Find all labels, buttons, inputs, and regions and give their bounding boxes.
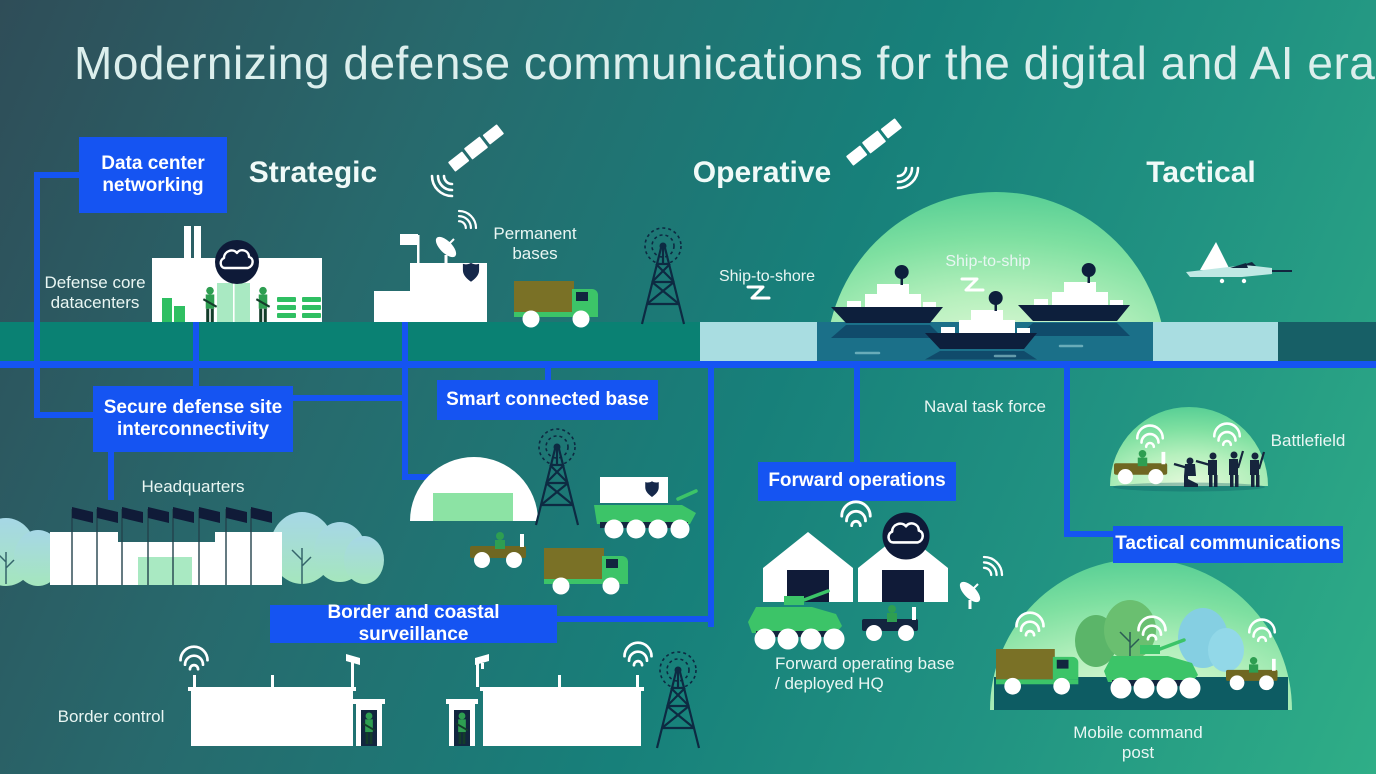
label-headquarters: Headquarters (141, 477, 245, 496)
section-strategic: Strategic (248, 156, 378, 189)
flag-icon (72, 507, 272, 523)
radio-waves-icon (457, 209, 478, 230)
wifi-icon (179, 645, 209, 671)
military-jeep (470, 532, 526, 568)
label-battlefield: Battlefield (1270, 431, 1346, 450)
tree (1075, 600, 1244, 672)
label-permanent-bases: Permanent bases (493, 224, 577, 264)
solution-border-surveillance[interactable]: Border and coastal surveillance (270, 602, 557, 645)
section-operative: Operative (692, 156, 832, 189)
mobile-command-post (994, 600, 1288, 710)
label-ship-to-ship: Ship-to-ship (945, 253, 1031, 270)
military-truck (544, 548, 628, 595)
connection-building1-v (193, 322, 199, 368)
solution-data-center-networking[interactable]: Data center networking (79, 137, 227, 213)
solution-secure-interconnectivity[interactable]: Secure defense site interconnectivity (93, 386, 293, 452)
connection-forward-v (854, 368, 860, 462)
military-jeep (1114, 450, 1168, 485)
connection-smartbase-elbow (402, 474, 434, 480)
label-forward-base: Forward operating base / deployed HQ (775, 654, 955, 694)
radio-waves-icon (982, 555, 1004, 577)
connection-secure-right-h (293, 395, 408, 401)
cloud-icon (881, 511, 931, 561)
connection-smartbox-v (545, 368, 551, 382)
signal-zigzag-icon (746, 285, 771, 300)
connection-tactical-h (1064, 531, 1113, 537)
solution-forward-operations[interactable]: Forward operations (758, 462, 956, 501)
permanent-base-building (374, 209, 487, 322)
satellite-icon-2 (845, 117, 920, 190)
connection-main-backbone (0, 361, 1376, 368)
shore-water-band (700, 322, 817, 361)
coast-water-band (1153, 322, 1278, 361)
connection-smartbase-v (402, 368, 408, 480)
ground-band (0, 322, 700, 361)
cloud-icon (213, 238, 261, 286)
tree (0, 512, 384, 586)
connection-border-h (557, 616, 714, 622)
label-ship-to-shore: Ship-to-shore (718, 268, 816, 285)
military-jeep (862, 605, 918, 641)
connection-datacenter-h (34, 172, 80, 178)
smart-base-hangar (410, 457, 538, 521)
wifi-icon (1212, 422, 1242, 447)
label-defense-core: Defense core datacenters (44, 273, 146, 313)
connection-secure-top-v (193, 368, 199, 388)
wifi-icon (1135, 424, 1165, 449)
connection-secure-left-h (34, 412, 96, 418)
forward-operating-base (746, 500, 1004, 652)
page-title: Modernizing defense communications for t… (74, 37, 1376, 89)
camera-icon (346, 654, 360, 669)
connection-building2-v (402, 322, 408, 368)
naval-ships (831, 263, 1130, 360)
connection-tactical-v (1064, 368, 1070, 537)
dark-teal-band (1278, 322, 1376, 361)
battlefield-scene (1113, 422, 1266, 492)
soldier-icon (1173, 450, 1266, 487)
border-control-walls (179, 641, 653, 746)
satellite-dish-icon (955, 577, 985, 610)
antenna-tower-icon (534, 428, 580, 527)
armored-vehicle (594, 477, 698, 539)
solution-tactical-communications[interactable]: Tactical communications (1113, 526, 1343, 563)
solution-smart-connected-base[interactable]: Smart connected base (437, 380, 658, 420)
fighter-jet-icon (1186, 242, 1292, 284)
wifi-icon (840, 500, 872, 528)
signal-zigzag-icon (960, 277, 985, 292)
connection-datacenter-v (34, 172, 40, 368)
label-border-control: Border control (57, 707, 165, 726)
satellite-dish-icon (431, 232, 461, 265)
label-mobile-command: Mobile command post (1073, 723, 1203, 763)
military-truck (514, 281, 598, 328)
headquarters-building (0, 507, 384, 586)
wifi-icon (623, 641, 653, 667)
satellite-icon (430, 123, 505, 198)
connection-secure-left-v (34, 368, 40, 418)
label-naval-task-force: Naval task force (924, 397, 1046, 416)
connection-border-v (708, 368, 714, 627)
section-tactical: Tactical (1146, 156, 1256, 189)
wifi-icon (1015, 611, 1045, 637)
antenna-tower-icon (655, 651, 701, 750)
antenna-tower-icon (640, 227, 686, 326)
wifi-icon (1247, 618, 1277, 643)
connection-hq-v (108, 452, 114, 500)
defense-core-datacenter (152, 226, 322, 324)
